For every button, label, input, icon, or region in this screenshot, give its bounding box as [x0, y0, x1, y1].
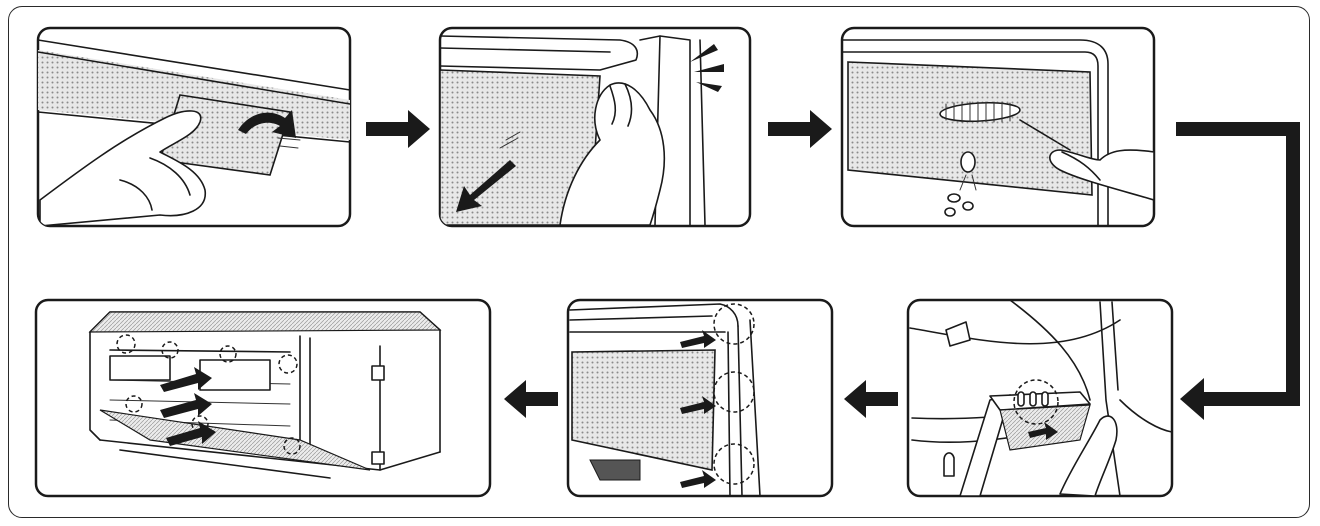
panel-5 — [566, 298, 834, 498]
flow-arrow-1-to-2 — [366, 110, 430, 148]
insert-arrow-icon — [1028, 422, 1058, 440]
fit-arrow-icon-lower — [166, 421, 216, 446]
flow-arrow-4-to-5 — [844, 380, 898, 418]
pull-down-arrow-icon — [456, 160, 516, 212]
dust-particles — [944, 151, 977, 217]
slide-arrow-icon-bottom — [680, 470, 716, 488]
fit-arrow-icon-upper — [160, 367, 212, 392]
flow-arrow-5-to-6 — [504, 380, 558, 418]
slide-arrow-icon-mid — [680, 396, 716, 414]
brush-icon — [939, 101, 1071, 151]
hook-highlight-circle-top — [713, 303, 755, 345]
slide-arrow-icon-top — [680, 330, 716, 348]
flow-arrow-3-to-4 — [1176, 122, 1300, 420]
click-sound-icon — [690, 44, 724, 92]
panel-3 — [840, 26, 1156, 228]
panel-6 — [34, 298, 492, 498]
hook-highlight-circle-mid — [713, 371, 755, 413]
push-arrow-icon — [238, 110, 296, 138]
hook-highlight-circle — [1013, 379, 1059, 425]
panel-2 — [438, 26, 752, 228]
hook-highlight-circle-bottom — [713, 443, 755, 485]
flow-arrow-2-to-3 — [768, 110, 832, 148]
fit-arrow-icon-middle — [160, 393, 212, 418]
panel-4 — [906, 298, 1174, 498]
panel-1 — [36, 26, 352, 228]
screw-points — [116, 334, 301, 455]
diagram-frame — [8, 6, 1310, 518]
